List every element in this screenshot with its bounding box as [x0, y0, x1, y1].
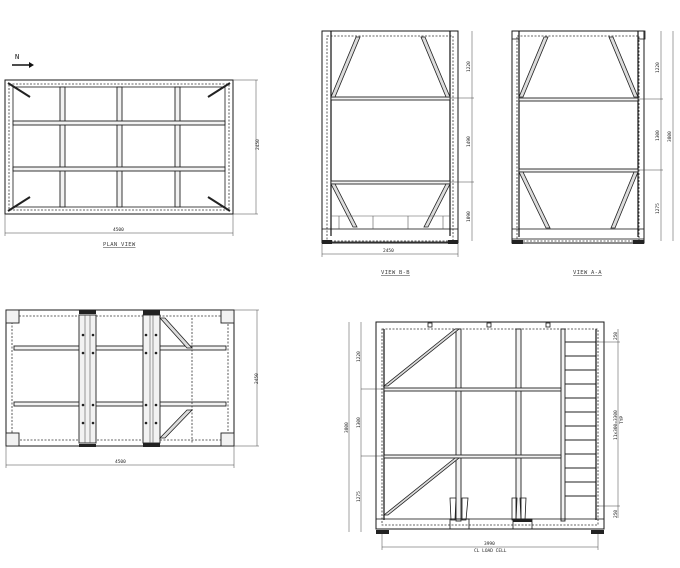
view-b-b: 1220 1490 1090 2450 VIEW B-B [321, 30, 474, 276]
north-arrow-icon: N [12, 53, 34, 68]
view-a-a: 1220 1300 1275 3800 VIEW A-A [511, 30, 674, 276]
north-label: N [15, 53, 20, 61]
side-elev-bottom-dim: 1275 [356, 491, 362, 502]
bottom-plan-view: 2450 4500 [5, 309, 260, 468]
view-a-a-label: VIEW A-A [573, 270, 602, 276]
ladder-pitch-dim: 11x300=3300 [613, 410, 619, 440]
ladder-top-dim: 250 [613, 332, 619, 340]
ladder-bottom-dim: 250 [613, 510, 619, 518]
plan-view-width-dim: 4500 [113, 227, 124, 233]
side-elev-mid-dim: 1300 [356, 417, 362, 428]
side-elev-width-note: CL LOAD CELL [474, 548, 507, 554]
view-b-b-bottom-dim: 1090 [466, 211, 472, 222]
plan-view-label: PLAN VIEW [103, 242, 136, 248]
view-b-b-width-dim: 2450 [383, 248, 394, 254]
plan-view: 2450 4500 PLAN VIEW [4, 79, 261, 248]
view-a-a-top-dim: 1220 [655, 62, 661, 73]
bottom-plan-width-dim: 4500 [115, 459, 126, 465]
view-a-a-mid-dim: 1300 [655, 130, 661, 141]
side-elev-width-dim: 3990 [484, 541, 495, 547]
plan-view-height-dim: 2450 [255, 139, 261, 150]
side-elevation: 1220 1300 1275 3800 250 11x300=3300 TYP … [344, 321, 625, 554]
side-elev-top-dim: 1220 [356, 351, 362, 362]
view-b-b-label: VIEW B-B [381, 270, 410, 276]
view-a-a-bottom-dim: 1275 [655, 203, 661, 214]
bottom-plan-height-dim: 2450 [254, 373, 260, 384]
view-b-b-top-dim: 1220 [466, 61, 472, 72]
view-a-a-total-dim: 3800 [667, 131, 673, 142]
ladder-pitch-note: TYP [619, 416, 625, 424]
view-b-b-mid-dim: 1490 [466, 136, 472, 147]
side-elev-total-dim: 3800 [344, 422, 350, 433]
